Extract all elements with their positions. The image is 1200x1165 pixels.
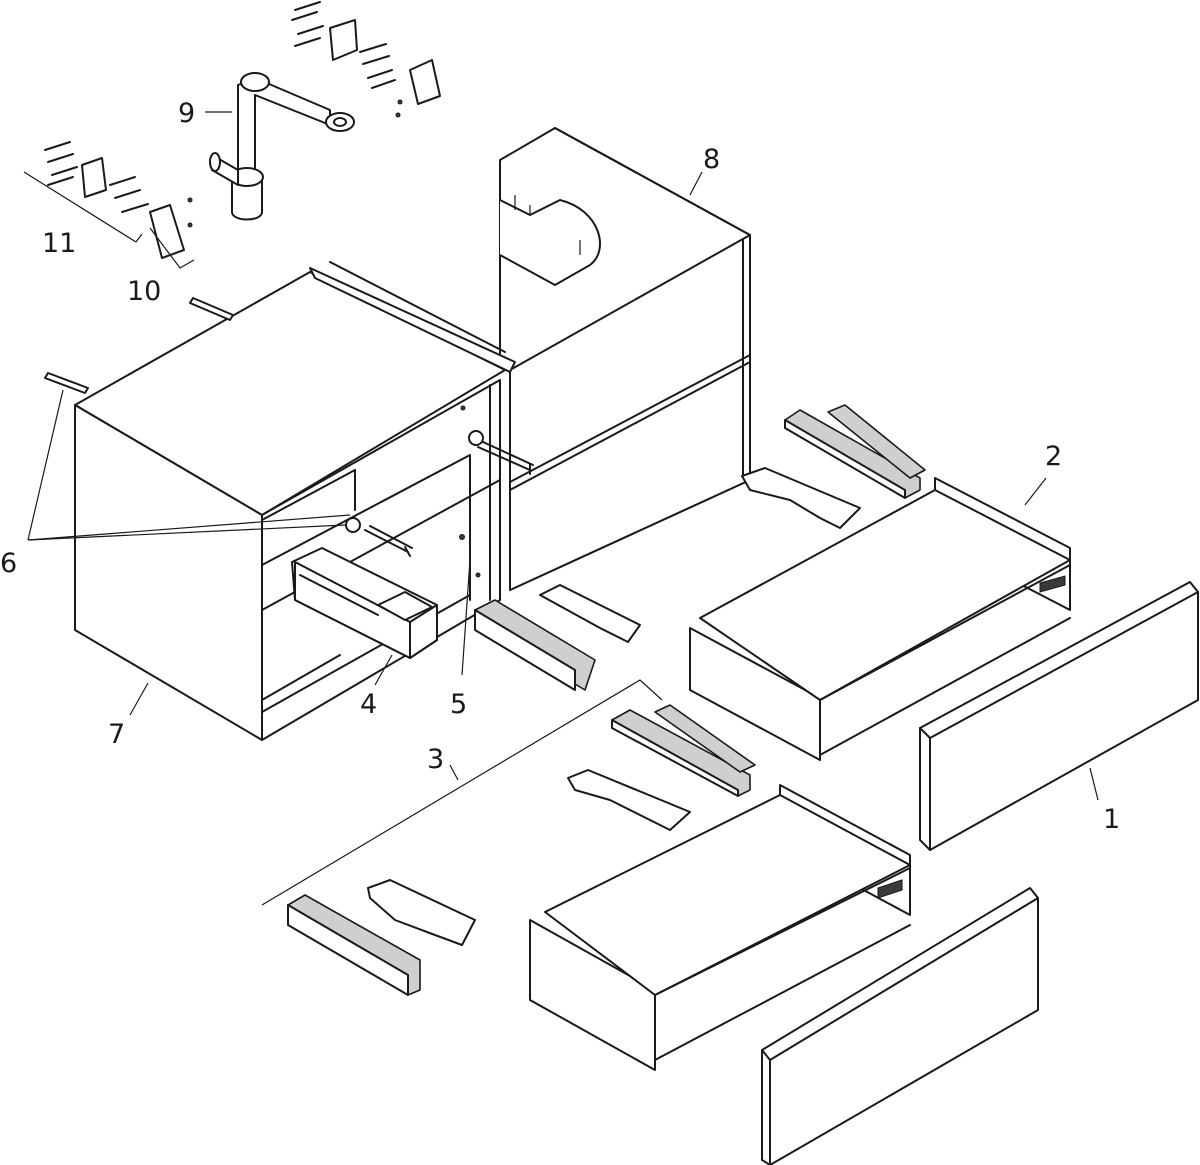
callout-9: 9 — [178, 98, 195, 129]
right-cabinet-body — [499, 127, 751, 591]
siphon — [209, 72, 355, 221]
callout-4: 4 — [360, 689, 377, 720]
callout-5: 5 — [450, 689, 467, 720]
runner-set-upper — [474, 404, 926, 691]
callout-labels: 1 2 3 4 5 6 7 8 9 10 11 — [0, 98, 1120, 835]
callout-7: 7 — [108, 719, 125, 750]
trash-insert — [291, 547, 438, 659]
drawer-box-2 — [689, 477, 1071, 761]
hardware-kit-10 — [149, 197, 195, 269]
screw-pins — [44, 297, 534, 557]
callout-11: 11 — [42, 228, 76, 259]
drawer-box-3 — [529, 784, 911, 1071]
hardware-kit-11 — [23, 141, 149, 243]
drawer-front-lower — [761, 887, 1039, 1165]
callout-8: 8 — [703, 144, 720, 175]
callout-2: 2 — [1045, 441, 1062, 472]
callout-10: 10 — [127, 276, 161, 307]
callout-3: 3 — [427, 744, 444, 775]
leader-lines — [27, 111, 1099, 906]
runner-set-lower — [287, 704, 756, 996]
callout-1: 1 — [1103, 804, 1120, 835]
drawer-front-upper — [919, 581, 1199, 851]
callout-6: 6 — [0, 548, 17, 579]
left-cabinet-body — [74, 261, 516, 741]
hardware-kit-top — [291, 1, 441, 118]
